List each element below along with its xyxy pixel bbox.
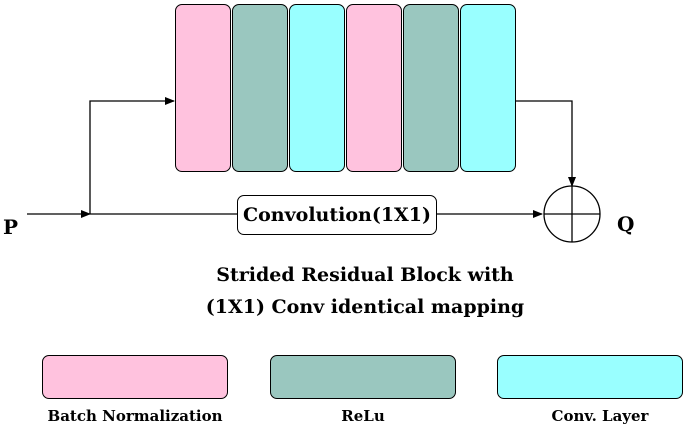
caption-line-1: Strided Residual Block with	[216, 264, 514, 286]
block-batch-normalization-2	[346, 4, 402, 172]
caption-line-2: (1X1) Conv identical mapping	[205, 296, 525, 318]
main-path-output-arrow	[516, 100, 576, 187]
block-batch-normalization-1	[175, 4, 231, 172]
legend-label-batch-normalization: Batch Normalization	[47, 407, 223, 425]
legend-swatch-conv-layer	[497, 355, 683, 399]
main-path-branch-arrow	[89, 97, 175, 214]
block-relu-1	[232, 4, 288, 172]
block-relu-2	[403, 4, 459, 172]
sum-node-icon	[543, 185, 601, 243]
shortcut-convolution-box: Convolution(1X1)	[237, 195, 437, 235]
input-label: P	[3, 215, 19, 239]
block-conv-layer-1	[289, 4, 345, 172]
output-label: Q	[617, 212, 635, 236]
legend-label-conv-layer: Conv. Layer	[551, 407, 649, 425]
legend-label-relu: ReLu	[341, 407, 385, 425]
block-conv-layer-2	[460, 4, 516, 172]
legend-swatch-relu	[270, 355, 456, 399]
legend-swatch-batch-normalization	[42, 355, 228, 399]
